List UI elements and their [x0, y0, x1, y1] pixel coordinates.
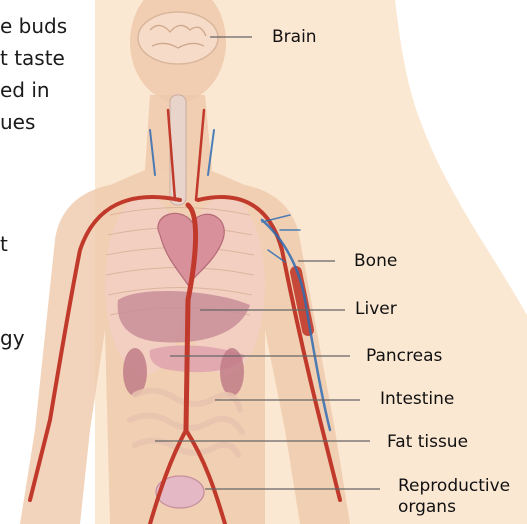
label-brain: Brain [272, 27, 317, 47]
label-bone: Bone [354, 251, 397, 271]
label-fat-tissue: Fat tissue [387, 432, 468, 452]
left-text-fragment-2: t taste [0, 46, 65, 70]
label-pancreas: Pancreas [366, 346, 442, 366]
brain-organ [138, 12, 218, 64]
left-text-fragment-3: ed in [0, 78, 50, 102]
label-reproductive-line2: organs [398, 497, 510, 518]
left-text-fragment-5: t [0, 232, 8, 256]
trachea [170, 95, 186, 205]
right-kidney [220, 348, 244, 396]
left-text-fragment-4: ues [0, 110, 35, 134]
brain-shape [138, 12, 218, 64]
left-text-fragment-6: gy [0, 326, 25, 350]
label-liver: Liver [355, 299, 397, 319]
label-reproductive-organs: Reproductive organs [398, 476, 510, 518]
label-reproductive-line1: Reproductive [398, 476, 510, 497]
left-text-fragment-1: e buds [0, 14, 67, 38]
label-intestine: Intestine [380, 389, 454, 409]
